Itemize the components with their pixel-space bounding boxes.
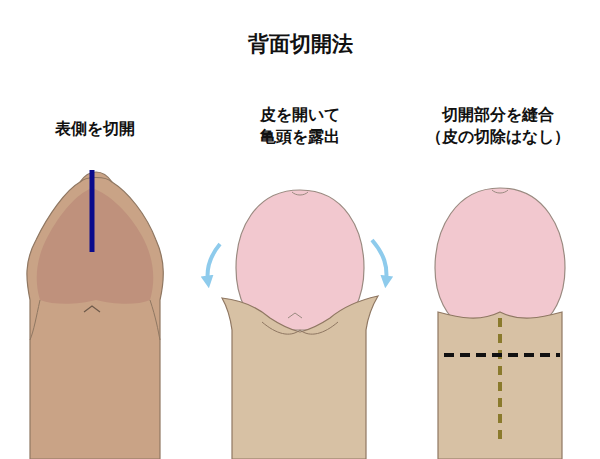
figure-sutured bbox=[435, 188, 565, 459]
figure-before bbox=[27, 170, 163, 459]
step-label: 皮を開いて 亀頭を露出 bbox=[255, 104, 345, 147]
step-label: 表側を切開 bbox=[43, 118, 147, 140]
step-label: 切開部分を縫合 （皮の切除はなし） bbox=[423, 104, 573, 147]
figure-opened bbox=[208, 190, 387, 459]
diagram-title: 背面切開法 bbox=[150, 30, 450, 58]
